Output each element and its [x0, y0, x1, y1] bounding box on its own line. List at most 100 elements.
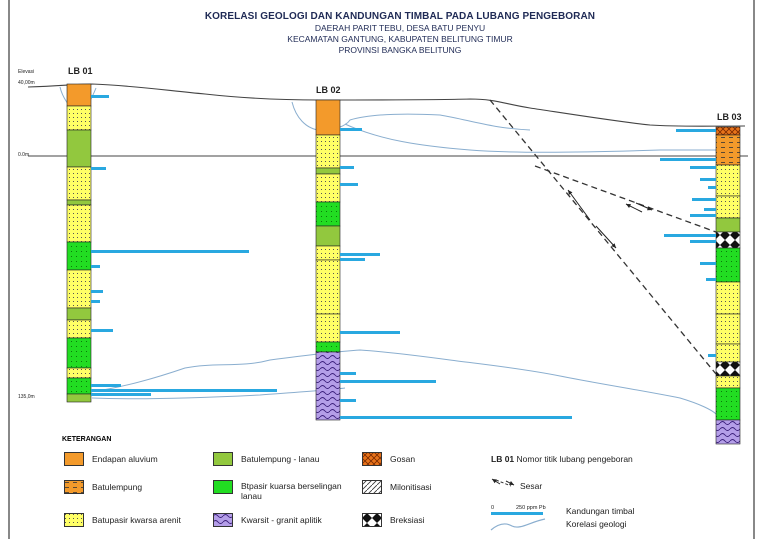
legend-label: Kwarsit - granit aplitik: [241, 515, 322, 525]
lithology-layer-batupasir: [315, 134, 341, 169]
legend-item-batulempung: Batulempung: [64, 480, 142, 494]
pb-content-bar: [692, 198, 716, 201]
legend-item-selingan: Btpasir kuarsa berselingan lanau: [213, 480, 353, 501]
borehole-column-lb02: [315, 99, 341, 421]
pb-content-bar: [708, 354, 716, 357]
legend-item-kwarsit: Kwarsit - granit aplitik: [213, 513, 322, 527]
lithology-layer-batupasir: [715, 281, 741, 315]
legend-item-milonit: Milonitisasi: [362, 480, 432, 494]
pb-content-bar: [340, 331, 400, 334]
pb-content-bar: [704, 208, 716, 211]
title-block: KORELASI GEOLOGI DAN KANDUNGAN TIMBAL PA…: [180, 11, 620, 55]
pb-content-bar: [340, 253, 380, 256]
pb-content-bar: [676, 129, 716, 132]
breksi-swatch: [362, 513, 382, 527]
lithology-layer-selingan: [715, 387, 741, 421]
legend-fault-arrow-icon-head: [509, 481, 514, 485]
lithology-layer-batupasir: [66, 204, 92, 243]
lithology-layer-batupasir: [315, 245, 341, 261]
diagram-title: KORELASI GEOLOGI DAN KANDUNGAN TIMBAL PA…: [204, 11, 596, 22]
lithology-layer-selingan: [715, 247, 741, 283]
lithology-layer-batupasir: [66, 319, 92, 339]
lithology-layer-kwarsit: [315, 351, 341, 421]
legend-label: Batulempung - lanau: [241, 454, 320, 464]
lithology-layer-batupasir: [66, 367, 92, 379]
lithology-layer-gosan: [715, 126, 741, 136]
lithology-layer-lanau: [315, 225, 341, 247]
pb-content-bar: [700, 178, 716, 181]
legend-label: Milonitisasi: [390, 482, 432, 492]
pb-content-bar: [91, 265, 100, 268]
lithology-layer-lanau: [315, 167, 341, 175]
pb-content-bar: [91, 167, 106, 170]
legend-pb-bar-icon: [491, 512, 543, 515]
legend-label: Gosan: [390, 454, 416, 464]
pb-content-bar: [690, 214, 716, 217]
pb-content-bar: [700, 262, 716, 265]
pb-content-bar: [706, 278, 716, 281]
lithology-layer-batupasir: [315, 259, 341, 315]
pb-content-bar: [91, 384, 121, 387]
lithology-layer-batupasir: [715, 195, 741, 219]
pb-content-bar: [91, 329, 113, 332]
pb-content-bar: [340, 380, 436, 383]
lithology-layer-lanau: [66, 307, 92, 321]
fault-arrow-icon-head: [568, 190, 573, 195]
legend-borehole-code: LB 01: [491, 454, 515, 464]
legend-scale-value: 250 ppm Pb: [516, 505, 546, 511]
lithology-layer-selingan: [315, 341, 341, 353]
lithology-layer-lanau: [66, 129, 92, 168]
legend-item-aluvium: Endapan aluvium: [64, 452, 158, 466]
lithology-layer-batupasir: [66, 105, 92, 131]
pb-content-bar: [91, 389, 277, 392]
legend-correlation-label: Korelasi geologi: [566, 519, 627, 529]
lithology-layer-selingan: [66, 241, 92, 271]
location-line-1: DAERAH PARIT TEBU, DESA BATU PENYU: [314, 23, 486, 33]
pb-content-bar: [340, 258, 365, 261]
elevation-top-value: 40,00m: [18, 80, 35, 86]
correlation-line: [89, 349, 717, 415]
lithology-layer-batupasir: [66, 269, 92, 309]
fault-arrow-icon-head: [611, 243, 616, 248]
pb-content-bar: [340, 416, 572, 419]
legend-title: KETERANGAN: [62, 436, 112, 443]
pb-content-bar: [690, 166, 716, 169]
pb-content-bar: [91, 393, 151, 396]
lithology-layer-kwarsit: [715, 419, 741, 445]
pb-content-bar: [340, 183, 358, 186]
legend-pb-label: Kandungan timbal: [566, 506, 635, 516]
pb-content-bar: [91, 290, 103, 293]
legend-borehole-entry: LB 01 Nomor titik lubang pengeboran: [491, 454, 633, 464]
legend-fault-dash-icon: [495, 479, 512, 487]
lithology-layer-selingan: [66, 337, 92, 369]
correlation-line: [291, 101, 531, 131]
lithology-layer-selingan: [66, 377, 92, 395]
elevation-bottom-value: 135,0m: [18, 394, 35, 400]
correlation-line: [344, 123, 716, 153]
pb-content-bar: [340, 399, 356, 402]
selingan-swatch: [213, 480, 233, 494]
borehole-column-lb01: [66, 83, 92, 403]
borehole-column-lb03: [715, 126, 741, 445]
legend-correlation-line-icon: [490, 518, 546, 531]
legend-fault-label: Sesar: [520, 481, 543, 491]
lanau-swatch: [213, 452, 233, 466]
lithology-layer-batupasir: [715, 164, 741, 197]
elevation-axis-label: Elevasi: [18, 69, 35, 75]
ground-surface-line: [27, 83, 746, 127]
lithology-layer-aluvium: [315, 99, 341, 136]
lithology-layer-batupasir: [715, 375, 741, 389]
pb-content-bar: [660, 158, 716, 161]
borehole-label-lb01: LB 01: [68, 66, 93, 76]
aluvium-swatch: [64, 452, 84, 466]
legend-item-batupasir: Batupasir kwarsa arenit: [64, 513, 181, 527]
location-line-2: KECAMATAN GANTUNG, KABUPATEN BELITUNG TI…: [287, 34, 513, 44]
legend-item-breksi: Breksiasi: [362, 513, 424, 527]
elevation-zero-value: 0.0m: [18, 152, 30, 158]
lithology-layer-batupasir: [715, 343, 741, 363]
pb-content-bar: [91, 250, 249, 253]
lithology-layer-selingan: [315, 201, 341, 227]
pb-content-bar: [91, 95, 109, 98]
